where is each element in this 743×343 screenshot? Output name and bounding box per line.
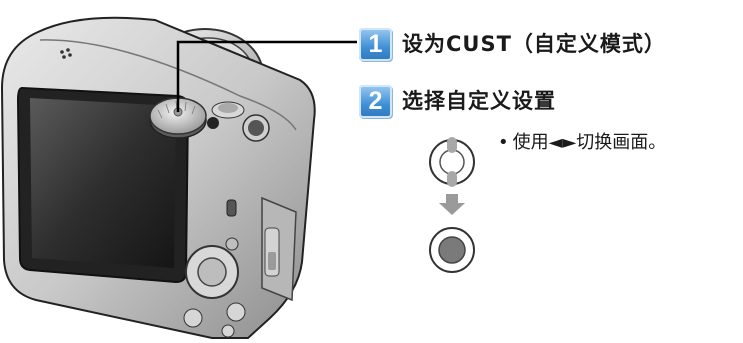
note-text: 使用◄►切换画面。 xyxy=(512,132,667,153)
control-dial-center-press-icon xyxy=(429,227,475,273)
step-1-text: 设为CUST（自定义模式） xyxy=(402,32,666,56)
step-2-badge: 2 xyxy=(359,85,392,118)
note-bullet: • xyxy=(498,132,509,153)
step-2-text: 选择自定义设置 xyxy=(402,89,556,113)
step-1-badge: 1 xyxy=(359,28,392,61)
switch-screen-note: •使用◄►切换画面。 xyxy=(498,128,666,154)
control-dial-up-down-icon xyxy=(429,137,475,187)
arrow-down-icon xyxy=(439,194,465,215)
